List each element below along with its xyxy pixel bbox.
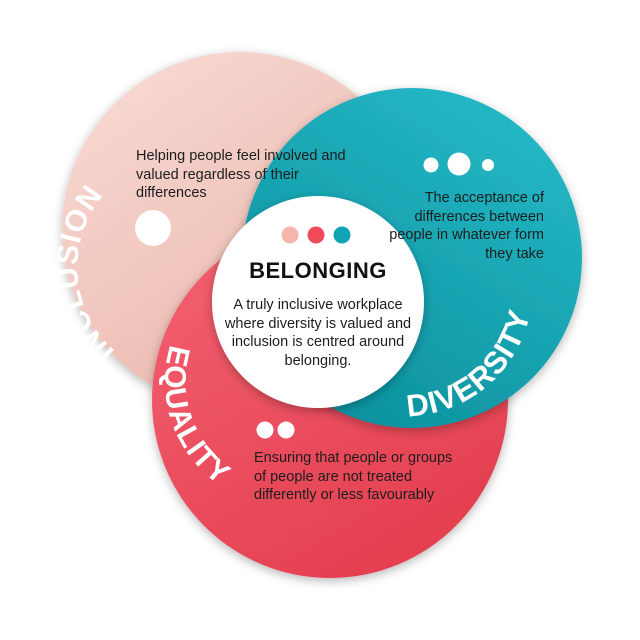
equality-description: Ensuring that people or groups of people… [254, 450, 453, 503]
belonging-description: A truly inclusive workplace where divers… [224, 297, 412, 369]
three-colored-dots-icon [281, 226, 351, 244]
belonging-title: BELONGING [249, 258, 387, 283]
diversity-description: The acceptance of differences between pe… [389, 190, 544, 262]
single-dot-icon [135, 210, 171, 246]
inclusion-description: Helping people feel involved and valued … [136, 148, 346, 201]
three-dots-icon [423, 152, 494, 176]
belonging-circle [212, 196, 424, 408]
two-dots-icon [256, 421, 295, 439]
